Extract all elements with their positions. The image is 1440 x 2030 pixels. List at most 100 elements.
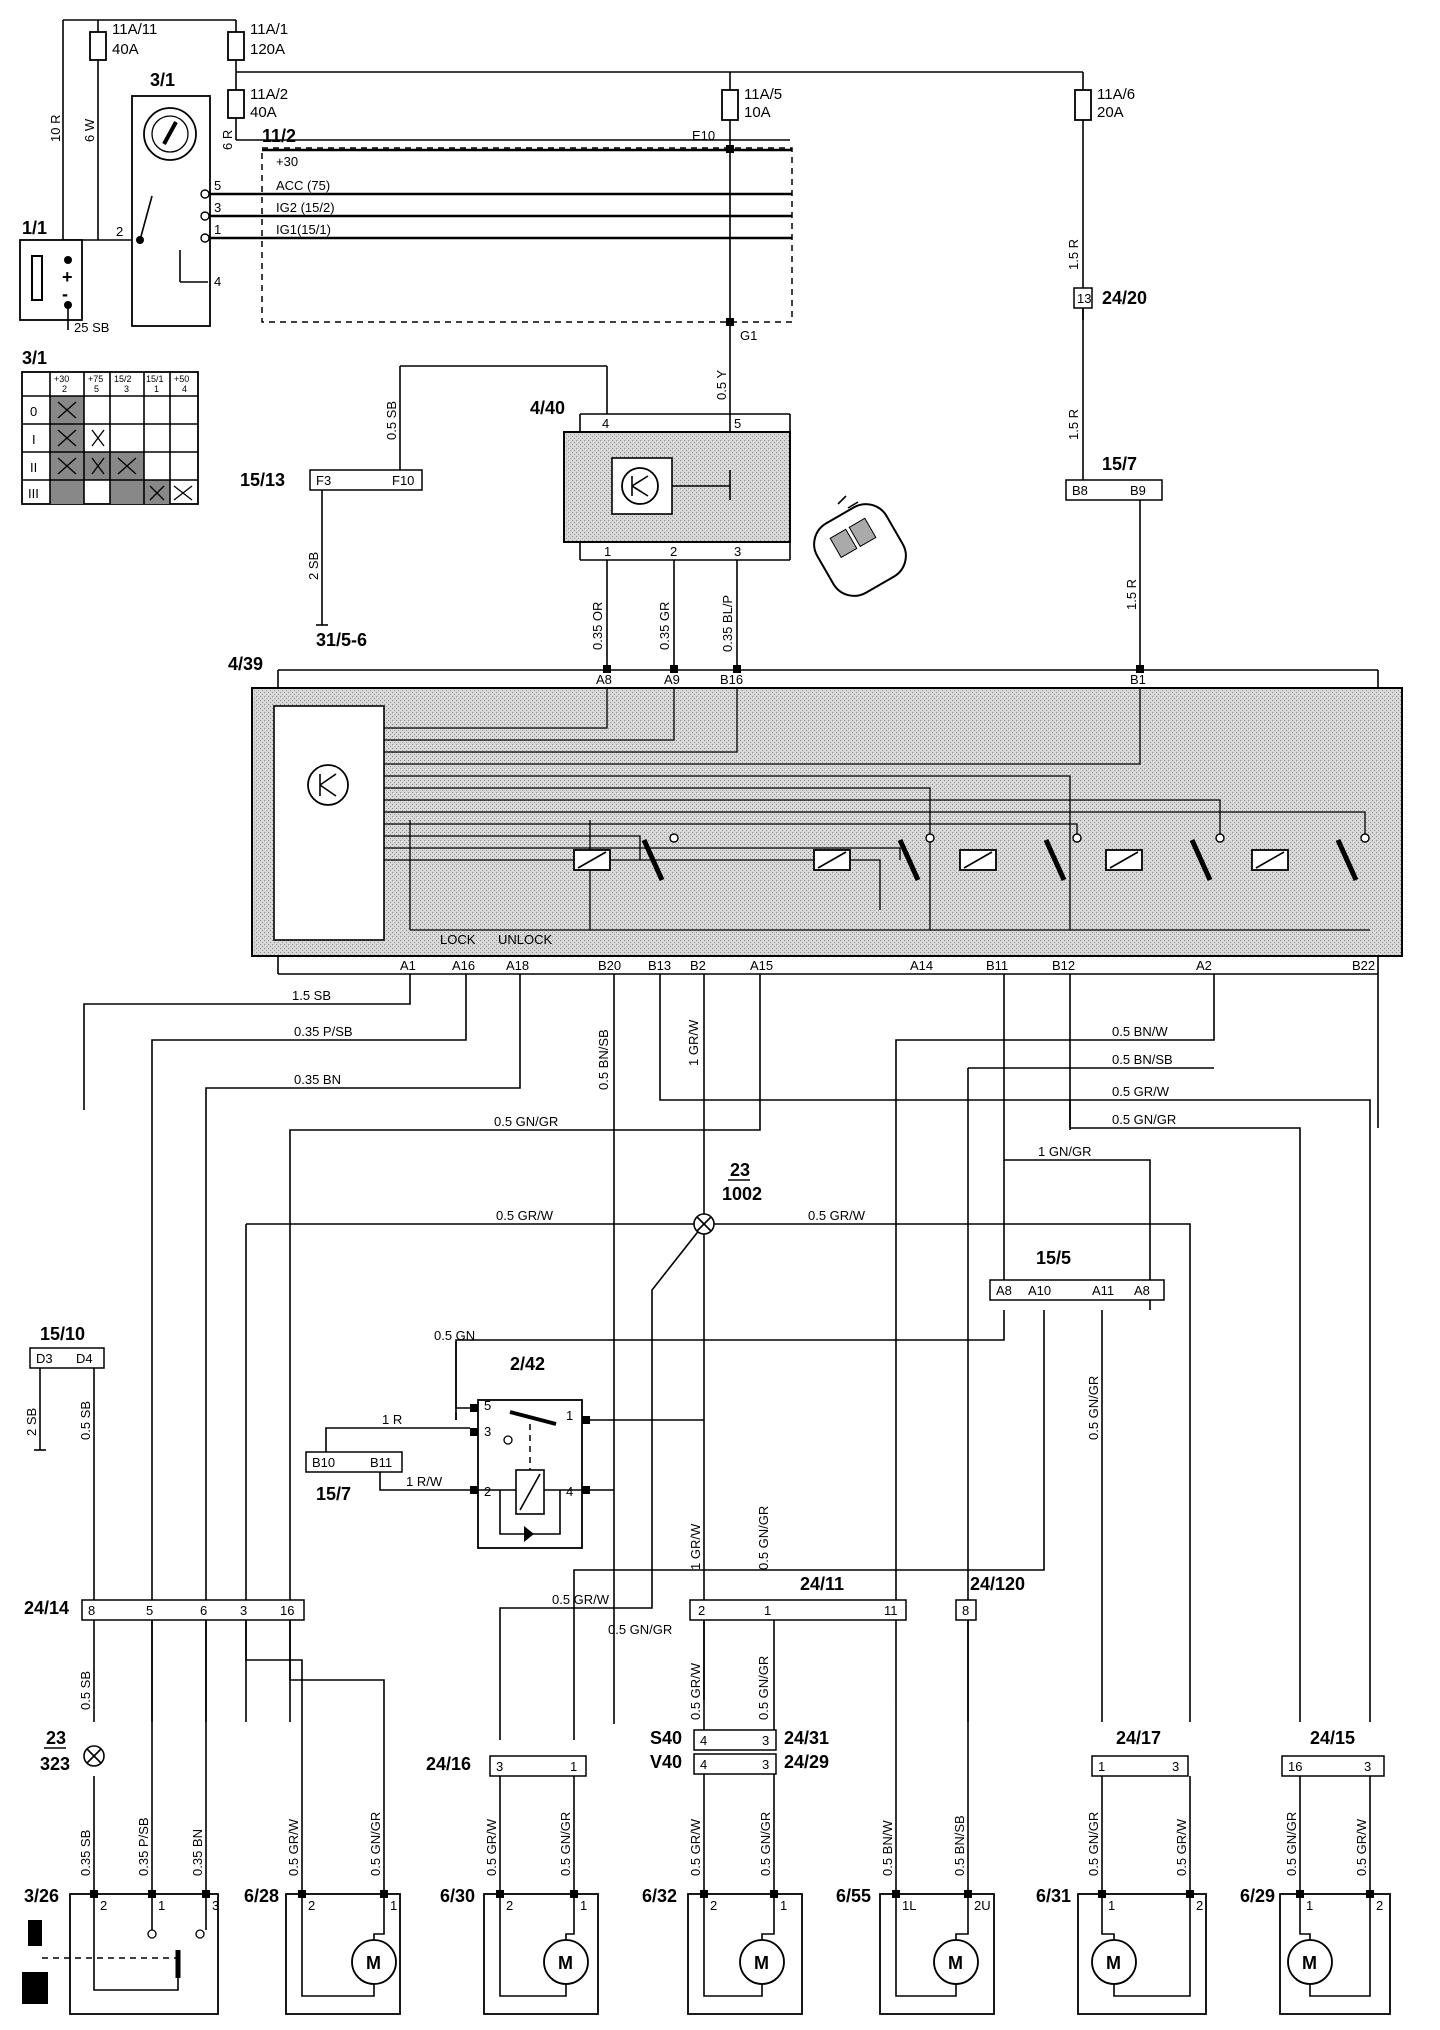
component-id: 2/42	[510, 1354, 545, 1374]
pin-number: 1	[566, 1408, 573, 1423]
middle-wiring	[83, 974, 1379, 1740]
receiver-4-40: 4/40 4 5 0.5 Y 1 2 3 0.35 OR 0.35 GR 0.3…	[530, 330, 791, 670]
motor-6-28: 6/28 2 1 M	[244, 1886, 401, 2015]
fuse-11a6: 11A/6 20A	[1074, 86, 1135, 121]
wire-label: 0.5 GN/GR	[1086, 1376, 1101, 1440]
wire-label: 0.5 Y	[714, 370, 729, 400]
wire-label: 0.5 GN/GR	[494, 1114, 558, 1129]
wire-label: 1 GR/W	[688, 1523, 703, 1570]
unlock-label: UNLOCK	[498, 932, 553, 947]
control-module-4-39: 4/39 A8 A9 B16 B1	[228, 654, 1403, 975]
svg-text:-: -	[62, 284, 68, 304]
component-id: 1/1	[22, 218, 47, 238]
pin-label: B10	[312, 1455, 335, 1470]
wire-label: 0.5 GN/GR	[608, 1622, 672, 1637]
motor-symbol: M	[366, 1953, 381, 1973]
component-id: 6/29	[1240, 1886, 1275, 1906]
motor-6-29: 6/29 1 2 M	[1240, 1886, 1391, 2015]
motor-symbol: M	[1106, 1953, 1121, 1973]
pin-label: B1	[1130, 672, 1146, 687]
pin-label: A2	[1196, 958, 1212, 973]
pin-label: A9	[664, 672, 680, 687]
model-v40: V40	[650, 1752, 682, 1772]
remote-key-icon	[813, 495, 907, 597]
pin-number: 2	[1376, 1898, 1383, 1913]
wire-label: 0.5 GR/W	[808, 1208, 866, 1223]
wire-label: 0.5 BN/W	[1112, 1024, 1168, 1039]
wire-label: 0.5 SB	[384, 401, 399, 440]
component-id: 15/7	[316, 1484, 351, 1504]
pin-label: B12	[1052, 958, 1075, 973]
wire-label: 0.35 SB	[78, 1830, 93, 1876]
rail-label: IG1(15/1)	[276, 222, 331, 237]
wire-label: 1.5 R	[1066, 239, 1081, 270]
battery: 1/1 + - 25 SB	[19, 218, 109, 335]
pin-label: A10	[1028, 1283, 1051, 1298]
fuse-id: 11A/5	[744, 86, 782, 103]
pin-number: 4	[602, 416, 609, 431]
pin-label: 6	[200, 1603, 207, 1618]
pin-number: 4	[214, 274, 221, 289]
table-row-label: I	[32, 432, 36, 447]
wire-label: 0.5 GR/W	[496, 1208, 554, 1223]
lock-switch-3-26: 3/26 2 1 3	[22, 1886, 219, 2015]
pin-label: 3	[1364, 1759, 1371, 1774]
pin-label: 16	[1288, 1759, 1302, 1774]
pin-number: 5	[214, 178, 221, 193]
component-id: 24/20	[1102, 288, 1147, 308]
table-row-label: III	[28, 486, 39, 501]
component-id: 15/13	[240, 470, 285, 490]
table-header: +30	[54, 374, 69, 384]
rail-label: ACC (75)	[276, 178, 330, 193]
component-id: 15/7	[1102, 454, 1137, 474]
wire-label: 0.5 GN/GR	[1284, 1812, 1299, 1876]
component-id: 6/28	[244, 1886, 279, 1906]
pin-label: 13	[1077, 291, 1091, 306]
connector-24-31-24-29: S40 V40 4 3 4 3 24/31 24/29 0.5 GR/W 0.5…	[650, 1656, 829, 1775]
component-id: 24/120	[970, 1574, 1025, 1594]
pin-label: B22	[1352, 958, 1375, 973]
relay-contacts	[641, 838, 1359, 882]
connector-24-11: 24/11 2 1 11 1 GR/W 0.5 GN/GR 0.5 GR/W 0…	[552, 1506, 907, 1637]
fuse-rating: 20A	[1097, 104, 1124, 121]
table-row-label: II	[30, 460, 37, 475]
pin-label: 3	[1172, 1759, 1179, 1774]
wire-label: 1 R	[382, 1412, 402, 1427]
pin-label: A18	[506, 958, 529, 973]
table-header: +50	[174, 374, 189, 384]
pin-label: A8	[1134, 1283, 1150, 1298]
wire-label: 0.5 GN/GR	[1086, 1812, 1101, 1876]
pin-label: A14	[910, 958, 933, 973]
pin-label: 3	[762, 1757, 769, 1772]
ignition-position-table: 3/1 +30 +75 15/2 15/1 +50 2 5 3 1 4 0 I …	[21, 348, 199, 505]
wire-label: 0.5 GN/GR	[368, 1812, 383, 1876]
wire-label: 2 SB	[306, 552, 321, 580]
wire-label: 0.5 GR/W	[688, 1662, 703, 1720]
rail-label: E10	[692, 128, 715, 143]
motor-6-55: 6/55 1L 2U M	[836, 1886, 995, 2015]
component-id: 323	[40, 1754, 70, 1774]
fuse-box-11-2: 11/2 +30 ACC (75) IG2 (15/2) IG1(15/1) E…	[205, 126, 793, 343]
table-header: +75	[88, 374, 103, 384]
fuse-11a1: 11A/1 120A	[227, 21, 288, 61]
ignition-switch: 3/1 2 5 3 1 4	[116, 70, 221, 327]
wire-label: 0.5 GR/W	[286, 1818, 301, 1876]
pin-label: A16	[452, 958, 475, 973]
pin-number: 1	[780, 1898, 787, 1913]
wire-label: 0.5 SB	[78, 1401, 93, 1440]
pin-label: B8	[1072, 483, 1088, 498]
wire-label: 1 R/W	[406, 1474, 443, 1489]
wire-label: 0.35 BN	[294, 1072, 341, 1087]
motor-symbol: M	[1302, 1953, 1317, 1973]
pin-label: A1	[400, 958, 416, 973]
pin-label: 1	[764, 1603, 771, 1618]
component-id: 24/14	[24, 1598, 69, 1618]
connector-24-15: 24/15 16 3	[1281, 1728, 1385, 1777]
wire-label: 0.5 BN/SB	[596, 1029, 611, 1090]
pin-number: 2	[506, 1898, 513, 1913]
wire-label: 0.35 GR	[657, 602, 672, 650]
connector-15-13: 15/13 F3 F10 0.5 SB 2 SB 31/5-6	[240, 365, 608, 650]
table-subheader: 5	[94, 384, 99, 394]
rail-label: +30	[276, 154, 298, 169]
table-subheader: 3	[124, 384, 129, 394]
